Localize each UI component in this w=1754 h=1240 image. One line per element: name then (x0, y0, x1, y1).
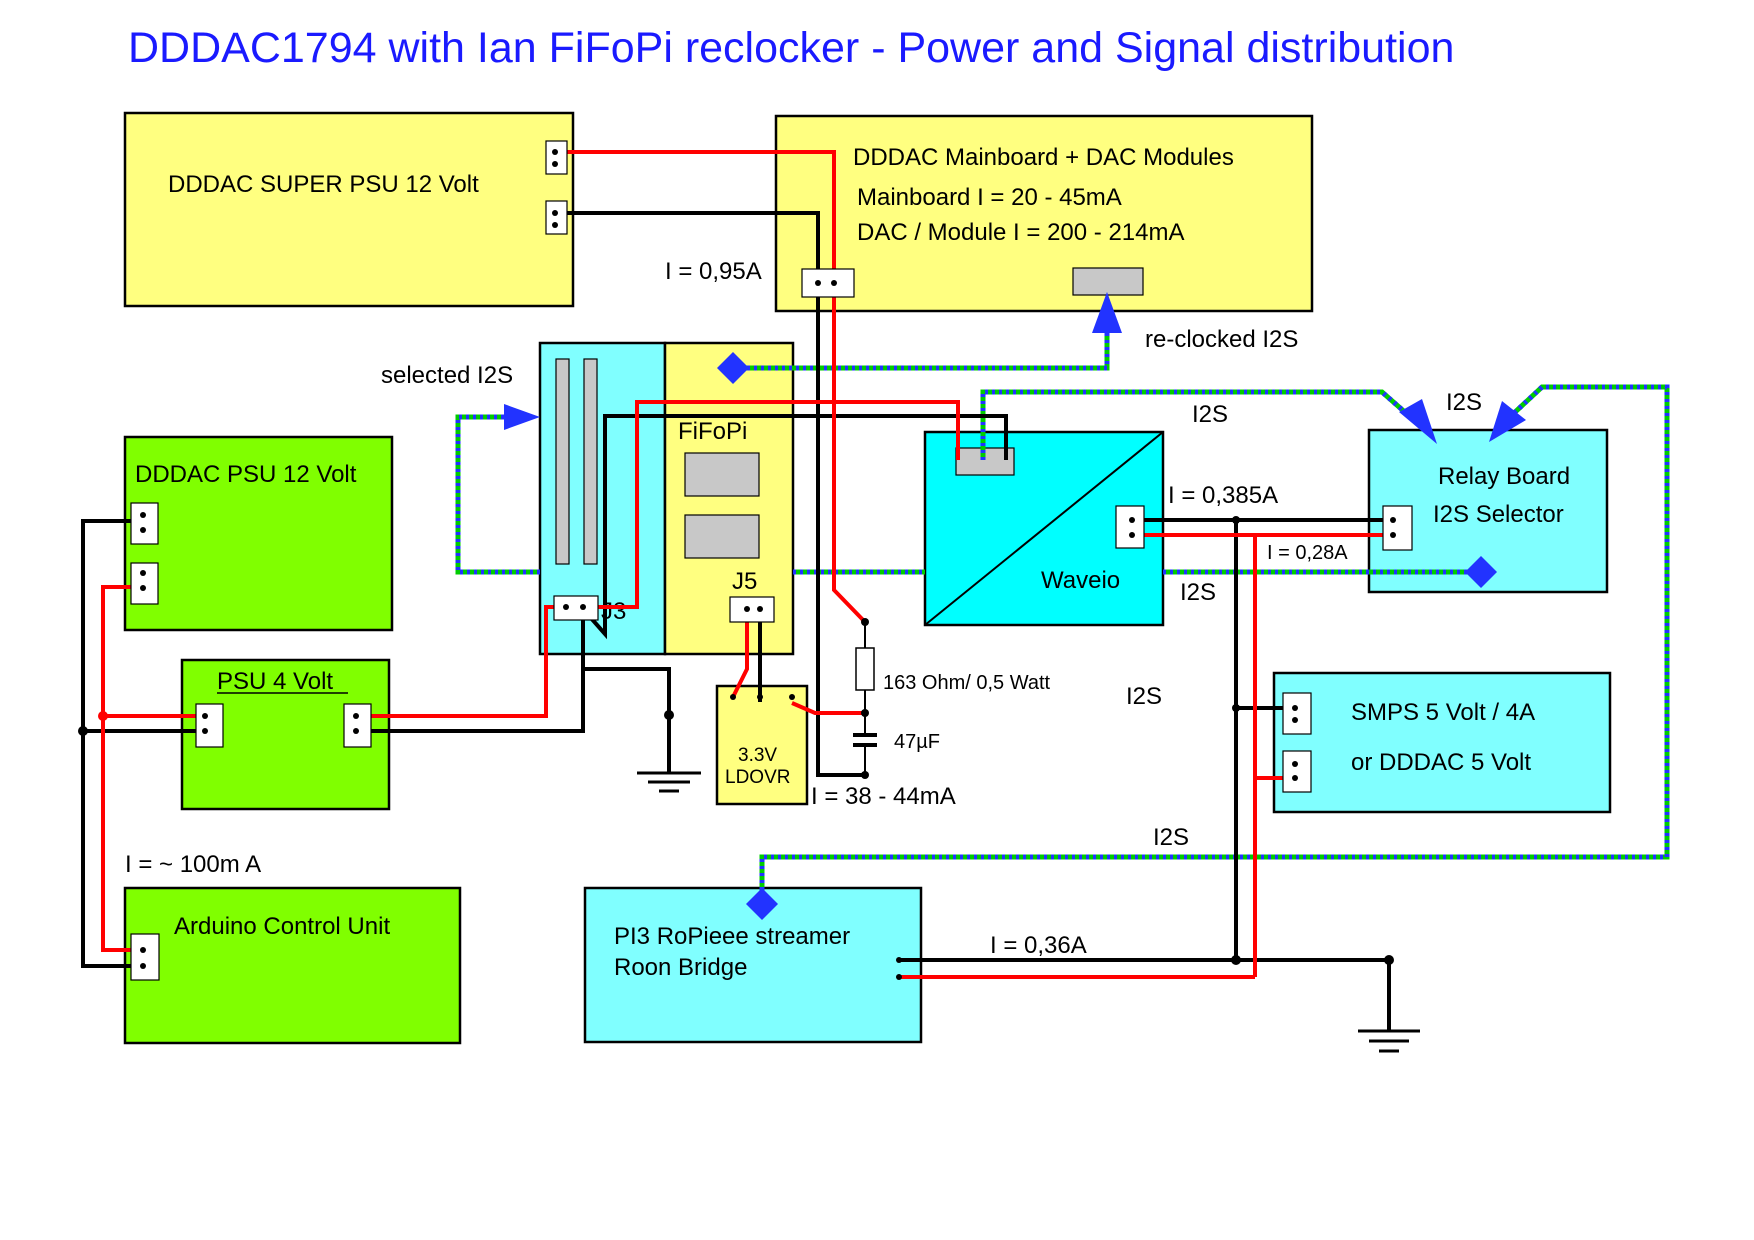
psu4-label: PSU 4 Volt (217, 668, 333, 695)
waveio-current-annotation: I = 0,385A (1168, 482, 1278, 509)
i2s-waveio-out-label: I2S (1180, 579, 1216, 606)
selected-i2s-label: selected I2S (381, 362, 513, 389)
fifopi-clock-chip-1 (684, 452, 760, 497)
waveio-to-relay-arrow (1399, 399, 1437, 444)
super-psu-block: DDDAC SUPER PSU 12 Volt (123, 111, 575, 308)
i2s-mid-label: I2S (1126, 683, 1162, 710)
capacitor-47uf (853, 713, 877, 775)
relay-label-1: Relay Board (1438, 463, 1570, 490)
selected-i2s-arrow (504, 404, 540, 430)
capacitor-label: 47µF (894, 731, 940, 753)
super-psu-label: DDDAC SUPER PSU 12 Volt (168, 171, 479, 198)
arduino-block: Arduino Control Unit (123, 886, 462, 1045)
psu4-input-connector (195, 703, 224, 748)
gpio-header-1 (555, 358, 570, 565)
pi3-to-relay-arrow (1489, 401, 1526, 442)
smps-label-2: or DDDAC 5 Volt (1351, 749, 1531, 776)
psu12-block: DDDAC PSU 12 Volt (123, 435, 394, 632)
mainboard-power-connector (801, 268, 855, 298)
reclocked-i2s-arrow (1092, 292, 1122, 333)
i2s-markers (504, 292, 1526, 920)
i2s-bottom-label: I2S (1153, 824, 1189, 851)
j5-connector (729, 596, 775, 623)
pi3-current-annotation: I = 0,36A (990, 932, 1087, 959)
pi3-label-1: PI3 RoPieee streamer (614, 923, 850, 950)
fifopi-i2s-out-diamond (717, 352, 749, 384)
pi3-i2s-out-diamond (746, 888, 778, 920)
ground-symbol-right (1358, 1029, 1420, 1053)
pi3-label-2: Roon Bridge (614, 954, 747, 981)
waveio-power-connector (1115, 505, 1145, 549)
ldo-current-annotation: I = 38 - 44mA (811, 783, 956, 810)
mainboard-label: DDDAC Mainboard + DAC Modules (853, 144, 1234, 171)
resistor-label: 163 Ohm/ 0,5 Watt (883, 672, 1051, 694)
psu12-label: DDDAC PSU 12 Volt (135, 461, 357, 488)
i2s-top-label: I2S (1192, 401, 1228, 428)
super-psu-connector-gnd (545, 200, 568, 235)
super-psu-connector-plus (545, 140, 568, 175)
psu4-output-connector (343, 703, 372, 748)
dac-module-current: DAC / Module I = 200 - 214mA (857, 219, 1185, 246)
psu12-connector-2 (130, 562, 159, 605)
arduino-label: Arduino Control Unit (174, 913, 390, 940)
reclocked-i2s-label: re-clocked I2S (1145, 326, 1298, 353)
j5-label: J5 (732, 568, 757, 595)
ground-symbol-left (637, 771, 701, 793)
mainboard-i2s-connector (1072, 267, 1144, 296)
gpio-header-2 (583, 358, 598, 565)
psu12-connector-1 (130, 502, 159, 545)
smps-connector-1 (1282, 692, 1312, 735)
pi3-block: PI3 RoPieee streamer Roon Bridge (583, 886, 923, 1044)
smps-block: SMPS 5 Volt / 4A or DDDAC 5 Volt (1272, 671, 1612, 814)
fifopi-label: FiFoPi (678, 418, 747, 445)
diagram-title: DDDAC1794 with Ian FiFoPi reclocker - Po… (128, 24, 1454, 72)
arduino-current-annotation: I = ~ 100m A (125, 851, 261, 878)
waveio-label: Waveio (1041, 567, 1120, 594)
mainboard-block: DDDAC Mainboard + DAC Modules Mainboard … (774, 114, 1314, 313)
i2s-signal-lines (455, 331, 1670, 904)
i2s-relay-label: I2S (1446, 389, 1482, 416)
arduino-power-connector (130, 933, 160, 981)
relay-i2s-out-diamond (1465, 556, 1497, 588)
resistor-163-ohm (855, 622, 875, 713)
ldo-label-1: 3.3V (738, 745, 777, 766)
mainboard-current-annotation: I = 0,95A (665, 258, 762, 285)
j3-connector (553, 595, 599, 621)
smps-label-1: SMPS 5 Volt / 4A (1351, 699, 1535, 726)
annotations: I = 0,95A re-clocked I2S selected I2S I2… (125, 258, 1482, 959)
relay-power-connector (1382, 505, 1413, 551)
relay-label-2: I2S Selector (1433, 501, 1564, 528)
ldo-block: 3.3V LDOVR (715, 684, 809, 806)
connectors (130, 140, 1413, 981)
smps-connector-2 (1282, 750, 1312, 793)
fifopi-clock-chip-2 (684, 514, 760, 559)
ldo-label-2: LDOVR (725, 767, 790, 788)
relay-current-annotation: I = 0,28A (1267, 542, 1348, 564)
mainboard-current: Mainboard I = 20 - 45mA (857, 184, 1122, 211)
